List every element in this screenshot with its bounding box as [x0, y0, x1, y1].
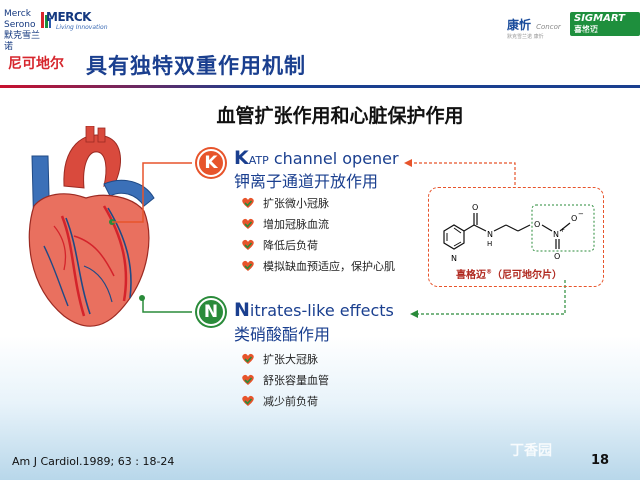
list-item: 扩张大冠脉	[241, 348, 329, 369]
concor-zh: 康忻	[507, 18, 532, 32]
chemical-label-suffix: （尼可地尔片）	[492, 270, 562, 281]
nitrates-badge: N	[197, 298, 225, 326]
list-item: 舒张容量血管	[241, 369, 329, 390]
sigmart-logo: SIGMART 喜格迈	[570, 12, 640, 36]
brand-zh-label: 默克雪兰诺	[4, 31, 41, 52]
chemical-structure-box	[428, 187, 604, 287]
list-item: 扩张微小冠脉	[241, 192, 395, 213]
merck-tagline: Living Innovation	[56, 24, 108, 31]
nicorandil-structure: N O N H O N + O − O	[443, 203, 595, 263]
heart-check-icon	[242, 197, 254, 208]
katp-effects-list: 扩张微小冠脉 增加冠脉血流 降低后负荷 模拟缺血预适应，保护心肌	[241, 192, 395, 276]
effect-text: 模拟缺血预适应，保护心肌	[263, 259, 395, 273]
effect-text: 扩张微小冠脉	[263, 196, 329, 210]
effect-text: 扩张大冠脉	[263, 352, 318, 366]
effect-text: 降低后负荷	[263, 238, 318, 252]
heart-check-icon	[242, 395, 254, 406]
list-item: 增加冠脉血流	[241, 213, 395, 234]
katp-badge: K	[197, 149, 225, 177]
concor-en: Concor	[536, 23, 561, 31]
merck-mark-icon	[41, 12, 51, 28]
nitrates-title: Nitrates-like effects	[234, 299, 394, 321]
chemical-label-prefix: 喜格迈	[456, 270, 486, 281]
list-item: 减少前负荷	[241, 390, 329, 411]
chemical-label: 喜格迈®（尼可地尔片）	[456, 266, 562, 281]
registered-mark: ®	[486, 268, 492, 276]
katp-title-initial: K	[234, 147, 249, 169]
nitrates-title-rest: itrates-like effects	[249, 301, 394, 320]
atom-o1: O	[571, 214, 577, 223]
heart-check-icon	[242, 239, 254, 250]
charge-plus: +	[560, 227, 565, 234]
atom-o-ester: O	[534, 220, 540, 229]
citation: Am J Cardiol.1989; 63 : 18-24	[12, 455, 175, 468]
list-item: 降低后负荷	[241, 234, 395, 255]
brand-en-label: Merck Serono	[4, 9, 36, 30]
atom-n-ring: N	[451, 254, 457, 263]
title-divider	[0, 85, 640, 88]
watermark: 丁香园	[510, 443, 552, 459]
heart-check-icon	[242, 353, 254, 364]
atom-n-amide: N	[487, 230, 493, 239]
atom-o2: O	[554, 252, 560, 261]
merck-serono-logo: Merck Serono 默克雪兰诺	[4, 9, 46, 53]
concor-logo: 康忻 Concor 默克雪兰诺 康忻	[507, 14, 561, 40]
sigmart-zh: 喜格迈	[574, 25, 598, 34]
list-item: 模拟缺血预适应，保护心肌	[241, 255, 395, 276]
katp-subtitle: 钾离子通道开放作用	[234, 172, 379, 191]
charge-minus: −	[578, 210, 584, 218]
page-subtitle: 血管扩张作用和心脏保护作用	[216, 105, 464, 127]
page-title: 具有独特双重作用机制	[86, 53, 306, 78]
nitrates-title-initial: N	[234, 299, 250, 321]
sigmart-text: SIGMART	[574, 13, 625, 24]
merck-logo: MERCK	[46, 10, 91, 24]
katp-title-sub: ATP	[248, 154, 269, 167]
atom-n-nitro: N	[553, 230, 559, 239]
heart-check-icon	[242, 260, 254, 271]
heart-check-icon	[242, 218, 254, 229]
heart-check-icon	[242, 374, 254, 385]
katp-title: KATP channel opener	[234, 147, 399, 169]
drug-name-tag: 尼可地尔	[8, 56, 64, 72]
effect-text: 舒张容量血管	[263, 373, 329, 387]
atom-o-carbonyl: O	[472, 203, 478, 212]
heart-illustration	[28, 126, 155, 327]
nitrates-effects-list: 扩张大冠脉 舒张容量血管 减少前负荷	[241, 348, 329, 411]
effect-text: 减少前负荷	[263, 394, 318, 408]
concor-sub: 默克雪兰诺 康忻	[507, 34, 544, 40]
katp-title-rest: channel opener	[268, 149, 399, 168]
nitrates-subtitle: 类硝酸酯作用	[234, 325, 331, 344]
sigmart-sub: 喜格迈	[580, 29, 599, 36]
page-number: 18	[591, 453, 610, 468]
effect-text: 增加冠脉血流	[263, 217, 329, 231]
atom-h: H	[487, 240, 492, 248]
